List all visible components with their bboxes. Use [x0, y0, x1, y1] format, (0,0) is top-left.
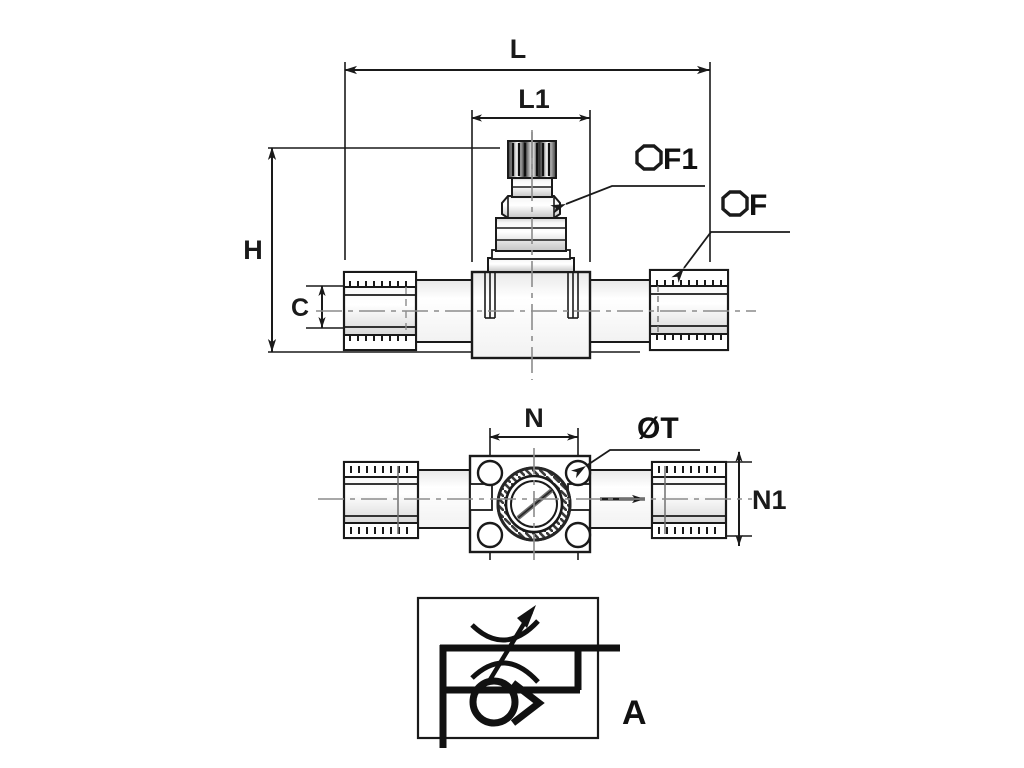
dimension-label-C: C — [291, 294, 309, 322]
dimension-label-N: N — [524, 403, 544, 433]
dimension-label-L1: L1 — [518, 84, 550, 114]
callout-label-T: ØT — [637, 412, 679, 445]
dimension-L1: L1 — [471, 84, 590, 122]
valve-body-block — [470, 270, 592, 360]
hex-thread-symbol-f1 — [635, 144, 663, 171]
dimension-label-N1: N1 — [752, 485, 787, 515]
stem-hex-nut — [501, 195, 561, 219]
front-elevation-view: L L1 H C — [243, 34, 790, 380]
adjusting-stem-assembly — [487, 130, 575, 273]
callout-label-F1: F1 — [663, 143, 698, 176]
dimension-C: C — [291, 285, 326, 328]
callout-label-F: F — [749, 189, 767, 222]
dimension-N: N — [489, 403, 578, 441]
schematic-label-A: A — [622, 694, 647, 732]
dimension-label-H: H — [243, 235, 263, 265]
plan-view: N N1 — [318, 403, 787, 566]
callout-F1: F1 — [550, 143, 705, 214]
hex-thread-symbol-f — [721, 190, 749, 217]
throttle-needle-valve-symbol — [470, 605, 540, 685]
dimension-label-L: L — [510, 34, 527, 64]
front-view-centrelines — [316, 132, 756, 380]
plan-valve-body — [468, 454, 592, 554]
callout-T: ØT — [571, 412, 700, 479]
schematic-enclosure-box — [416, 596, 600, 740]
plan-left-fitting — [342, 460, 420, 540]
plan-view-centrelines — [318, 448, 752, 566]
callout-F: F — [671, 189, 790, 283]
right-port-fitting — [648, 268, 730, 352]
check-valve-symbol — [469, 677, 545, 727]
plan-right-fitting — [650, 460, 728, 540]
dimension-H: H — [243, 147, 277, 352]
dimension-N1: N1 — [735, 451, 787, 546]
iso-schematic-symbol-view: A — [416, 596, 647, 748]
dimension-L: L — [344, 34, 710, 75]
